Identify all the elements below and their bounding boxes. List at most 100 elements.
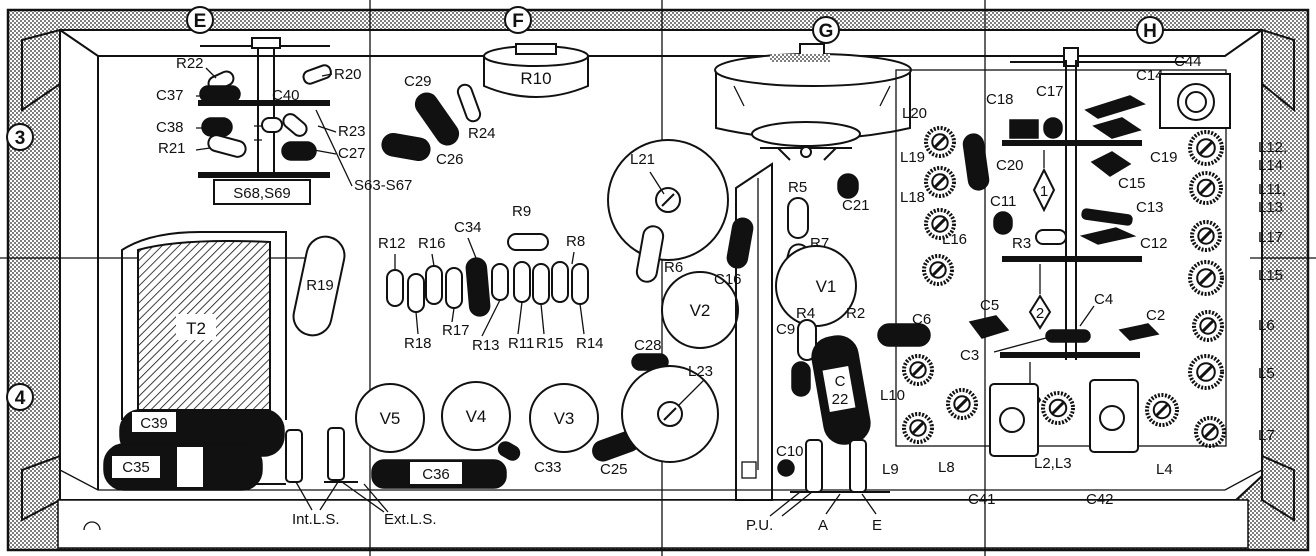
label-e: E [872,517,882,534]
label-r13: R13 [472,337,500,354]
label-l14: L14 [1258,157,1283,174]
coil-l6 [1192,310,1224,342]
label-r4: R4 [796,305,815,322]
grid-column-markers: E F G H 3 4 [6,6,1164,411]
label-l6: L6 [1258,317,1275,334]
label-c9: C9 [776,321,795,338]
label-c3: C3 [960,347,979,364]
label-s63-s67: S63-S67 [354,177,412,194]
components-f3: C29 R24 C26 R10 [381,43,589,168]
valves-lower: V5 V4 V3 C36 C33 C25 Int.L.S. Ext.L.S. [256,381,640,528]
coil-l19 [924,166,956,198]
label-l17: L17 [1258,229,1283,246]
label-c17: C17 [1036,83,1064,100]
coil-l4 [1145,393,1179,427]
label-v2: V2 [690,301,711,320]
label-v5: V5 [380,409,401,428]
coil-l10 [902,354,934,386]
label-l7: L7 [1258,427,1275,444]
label-l12: L12, [1258,139,1287,156]
label-pos-2: 2 [1036,305,1044,322]
label-c13: C13 [1136,199,1164,216]
label-l20: L20 [902,105,927,122]
switch-assembly-s63-s69: S68,S69 R22 R20 C37 C40 C38 R23 R21 C27 … [156,37,412,205]
label-l19: L19 [900,149,925,166]
label-c16: C16 [714,271,742,288]
label-c29: C29 [404,73,432,90]
label-c34: C34 [454,219,482,236]
label-r18: R18 [404,335,432,352]
label-c15: C15 [1118,175,1146,192]
label-c44: C44 [1174,53,1202,70]
label-c26: C26 [436,151,464,168]
label-r3: R3 [1012,235,1031,252]
coil-l16 [922,254,954,286]
grid-col-g: G [819,21,834,42]
label-c27: C27 [338,145,366,162]
label-c28: C28 [634,337,662,354]
tuning-gang-g: C16 R5 C21 R7 V1 R4 R2 C9 C 22 C10 P.U. … [714,43,912,534]
grid-col-e: E [194,11,207,32]
label-l23: L23 [688,363,713,380]
label-a: A [818,517,828,534]
label-r2: R2 [846,305,865,322]
label-ext-ls: Ext.L.S. [384,511,437,528]
label-l4: L4 [1156,461,1173,478]
coil-layer [902,126,1226,448]
label-r5: R5 [788,179,807,196]
coil-l8 [946,388,978,420]
label-l11: L11, [1258,181,1286,198]
chassis-inner-tray [59,29,1263,501]
label-pos-1: 1 [1040,183,1048,200]
coil-l11-l13 [1189,171,1223,205]
label-l5: L5 [1258,365,1275,382]
coil-l2-l3 [1041,391,1075,425]
label-c39: C39 [140,415,168,432]
label-c35: C35 [122,459,150,476]
label-c14: C14 [1136,67,1164,84]
label-c21: C21 [842,197,870,214]
label-c42: C42 [1086,491,1114,508]
label-c5: C5 [980,297,999,314]
label-c38: C38 [156,119,184,136]
label-l9: L9 [882,461,899,478]
coil-l5 [1188,354,1224,390]
label-c18: C18 [986,91,1014,108]
label-l10: L10 [880,387,905,404]
label-c4: C4 [1094,291,1113,308]
label-v3: V3 [554,409,575,428]
label-c10: C10 [776,443,804,460]
label-r10: R10 [520,69,551,88]
label-c22-b: 22 [832,391,849,408]
grid-col-h: H [1143,21,1157,42]
grid-row-3: 3 [15,128,26,149]
label-c12: C12 [1140,235,1168,252]
label-int-ls: Int.L.S. [292,511,340,528]
coil-l17 [1190,220,1222,252]
label-l2-l3: L2,L3 [1034,455,1072,472]
label-r15: R15 [536,335,564,352]
label-pu: P.U. [746,517,773,534]
label-r19: R19 [306,277,334,294]
coil-l9 [902,412,934,444]
label-c33: C33 [534,459,562,476]
label-r22: R22 [176,55,204,72]
coils-g-column: L21 R6 V2 C28 L23 [607,139,739,463]
label-v4: V4 [466,407,487,426]
transformer-t2: T2 C39 C35 [103,231,287,491]
label-r14: R14 [576,335,604,352]
grid-col-f: F [512,11,524,32]
label-r21: R21 [158,140,186,157]
label-c41: C41 [968,491,996,508]
label-r6: R6 [664,259,683,276]
label-l21: L21 [630,151,655,168]
label-l18: L18 [900,189,925,206]
label-c19: C19 [1150,149,1178,166]
coil-l15 [1188,260,1224,296]
label-c37: C37 [156,87,184,104]
label-r8: R8 [566,233,585,250]
coil-l18 [924,208,956,240]
label-r17: R17 [442,322,470,339]
